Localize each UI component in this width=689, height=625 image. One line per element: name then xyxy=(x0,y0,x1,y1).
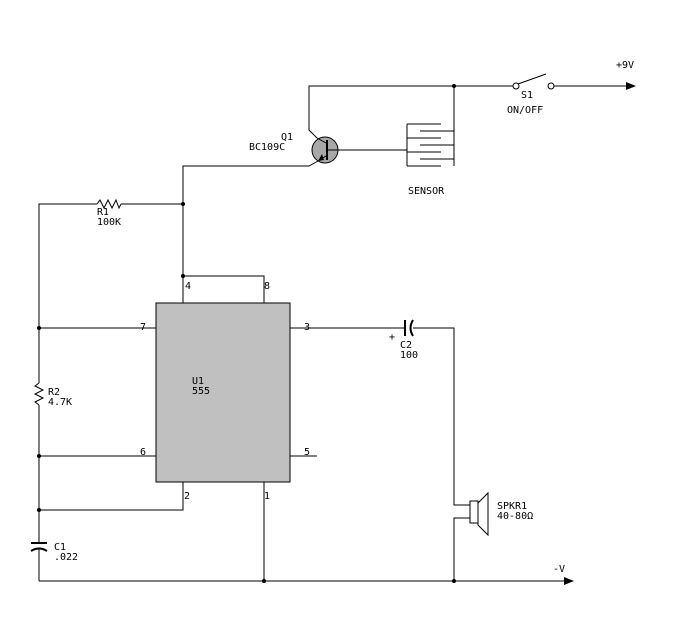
resistor-zigzag xyxy=(33,382,45,406)
c1-ref: C1 xyxy=(54,542,66,553)
c2-polarity: + xyxy=(389,332,395,343)
transistor-ref: Q1 xyxy=(281,132,293,143)
transistor-q1: Q1 BC109C xyxy=(249,132,340,164)
junction-dot xyxy=(452,84,456,88)
positive-rail-label: +9V xyxy=(616,60,634,71)
c2-ref: C2 xyxy=(400,340,412,351)
junction-dot xyxy=(37,326,41,330)
wire-speaker-to-ground xyxy=(453,517,470,581)
r2-value: 4.7K xyxy=(48,397,72,408)
transistor-emitter-arrow xyxy=(318,154,324,161)
transistor-collector xyxy=(316,137,327,144)
ic-pin-6: 6 xyxy=(140,447,146,458)
c1-value: .022 xyxy=(54,552,78,563)
ic-pin-1: 1 xyxy=(264,491,270,502)
ic-pin-5: 5 xyxy=(304,447,310,458)
ic-pin-8: 8 xyxy=(264,281,270,292)
negative-rail-label: -V xyxy=(553,564,565,575)
transistor-part: BC109C xyxy=(249,142,285,153)
junction-dot xyxy=(452,579,456,583)
wires xyxy=(38,85,628,582)
junction-dot xyxy=(181,274,185,278)
ic-555: U1 555 4 8 7 3 6 5 2 1 xyxy=(140,281,310,502)
wire-q1-emitter xyxy=(182,160,319,276)
switch-label: ON/OFF xyxy=(507,105,543,116)
speaker-cone xyxy=(477,491,489,537)
wire-pin4-pin8 xyxy=(183,275,265,303)
sensor-label: SENSOR xyxy=(408,186,445,197)
supply-arrow xyxy=(626,82,636,90)
junction-dot xyxy=(262,579,266,583)
r2-ref: R2 xyxy=(48,387,60,398)
wire-c2-to-speaker xyxy=(413,327,470,506)
sensor-plates: SENSOR xyxy=(406,123,454,197)
junction-dot xyxy=(37,508,41,512)
r1-ref: R1 xyxy=(97,207,109,218)
wire-top-rail xyxy=(308,85,513,139)
speaker-magnet xyxy=(469,500,479,524)
resistor-r1: R1 100K xyxy=(96,198,122,228)
capacitor-plate-curved xyxy=(30,547,48,552)
capacitor-c1: C1 .022 xyxy=(30,542,78,563)
speaker-value: 40-80Ω xyxy=(497,511,533,522)
ic-pin-2: 2 xyxy=(184,491,190,502)
c2-value: 100 xyxy=(400,350,418,361)
junction-dots xyxy=(37,84,456,583)
resistor-zigzag xyxy=(96,198,122,210)
speaker-spkr1: SPKR1 40-80Ω xyxy=(469,491,533,537)
ground-arrow xyxy=(564,577,574,585)
junction-dot xyxy=(37,454,41,458)
switch-contact xyxy=(512,82,520,90)
ic-pin-7: 7 xyxy=(140,322,146,333)
switch-lever xyxy=(517,73,547,85)
switch-s1: S1 ON/OFF xyxy=(507,73,555,116)
resistor-r2: R2 4.7K xyxy=(33,382,72,408)
switch-contact xyxy=(547,82,555,90)
ic-pin-3: 3 xyxy=(304,322,310,333)
capacitor-c2: + C2 100 xyxy=(389,319,418,361)
speaker-ref: SPKR1 xyxy=(497,501,527,512)
wire-r1-left xyxy=(38,203,97,383)
r1-value: 100K xyxy=(97,217,121,228)
capacitor-plate-curved xyxy=(409,319,414,337)
ic-body xyxy=(155,302,291,483)
ic-pin-4: 4 xyxy=(185,281,191,292)
switch-ref: S1 xyxy=(521,90,533,101)
ic-part: 555 xyxy=(192,386,210,397)
wire-pin2 xyxy=(39,482,184,511)
ic-ref: U1 xyxy=(192,376,204,387)
junction-dot xyxy=(181,202,185,206)
